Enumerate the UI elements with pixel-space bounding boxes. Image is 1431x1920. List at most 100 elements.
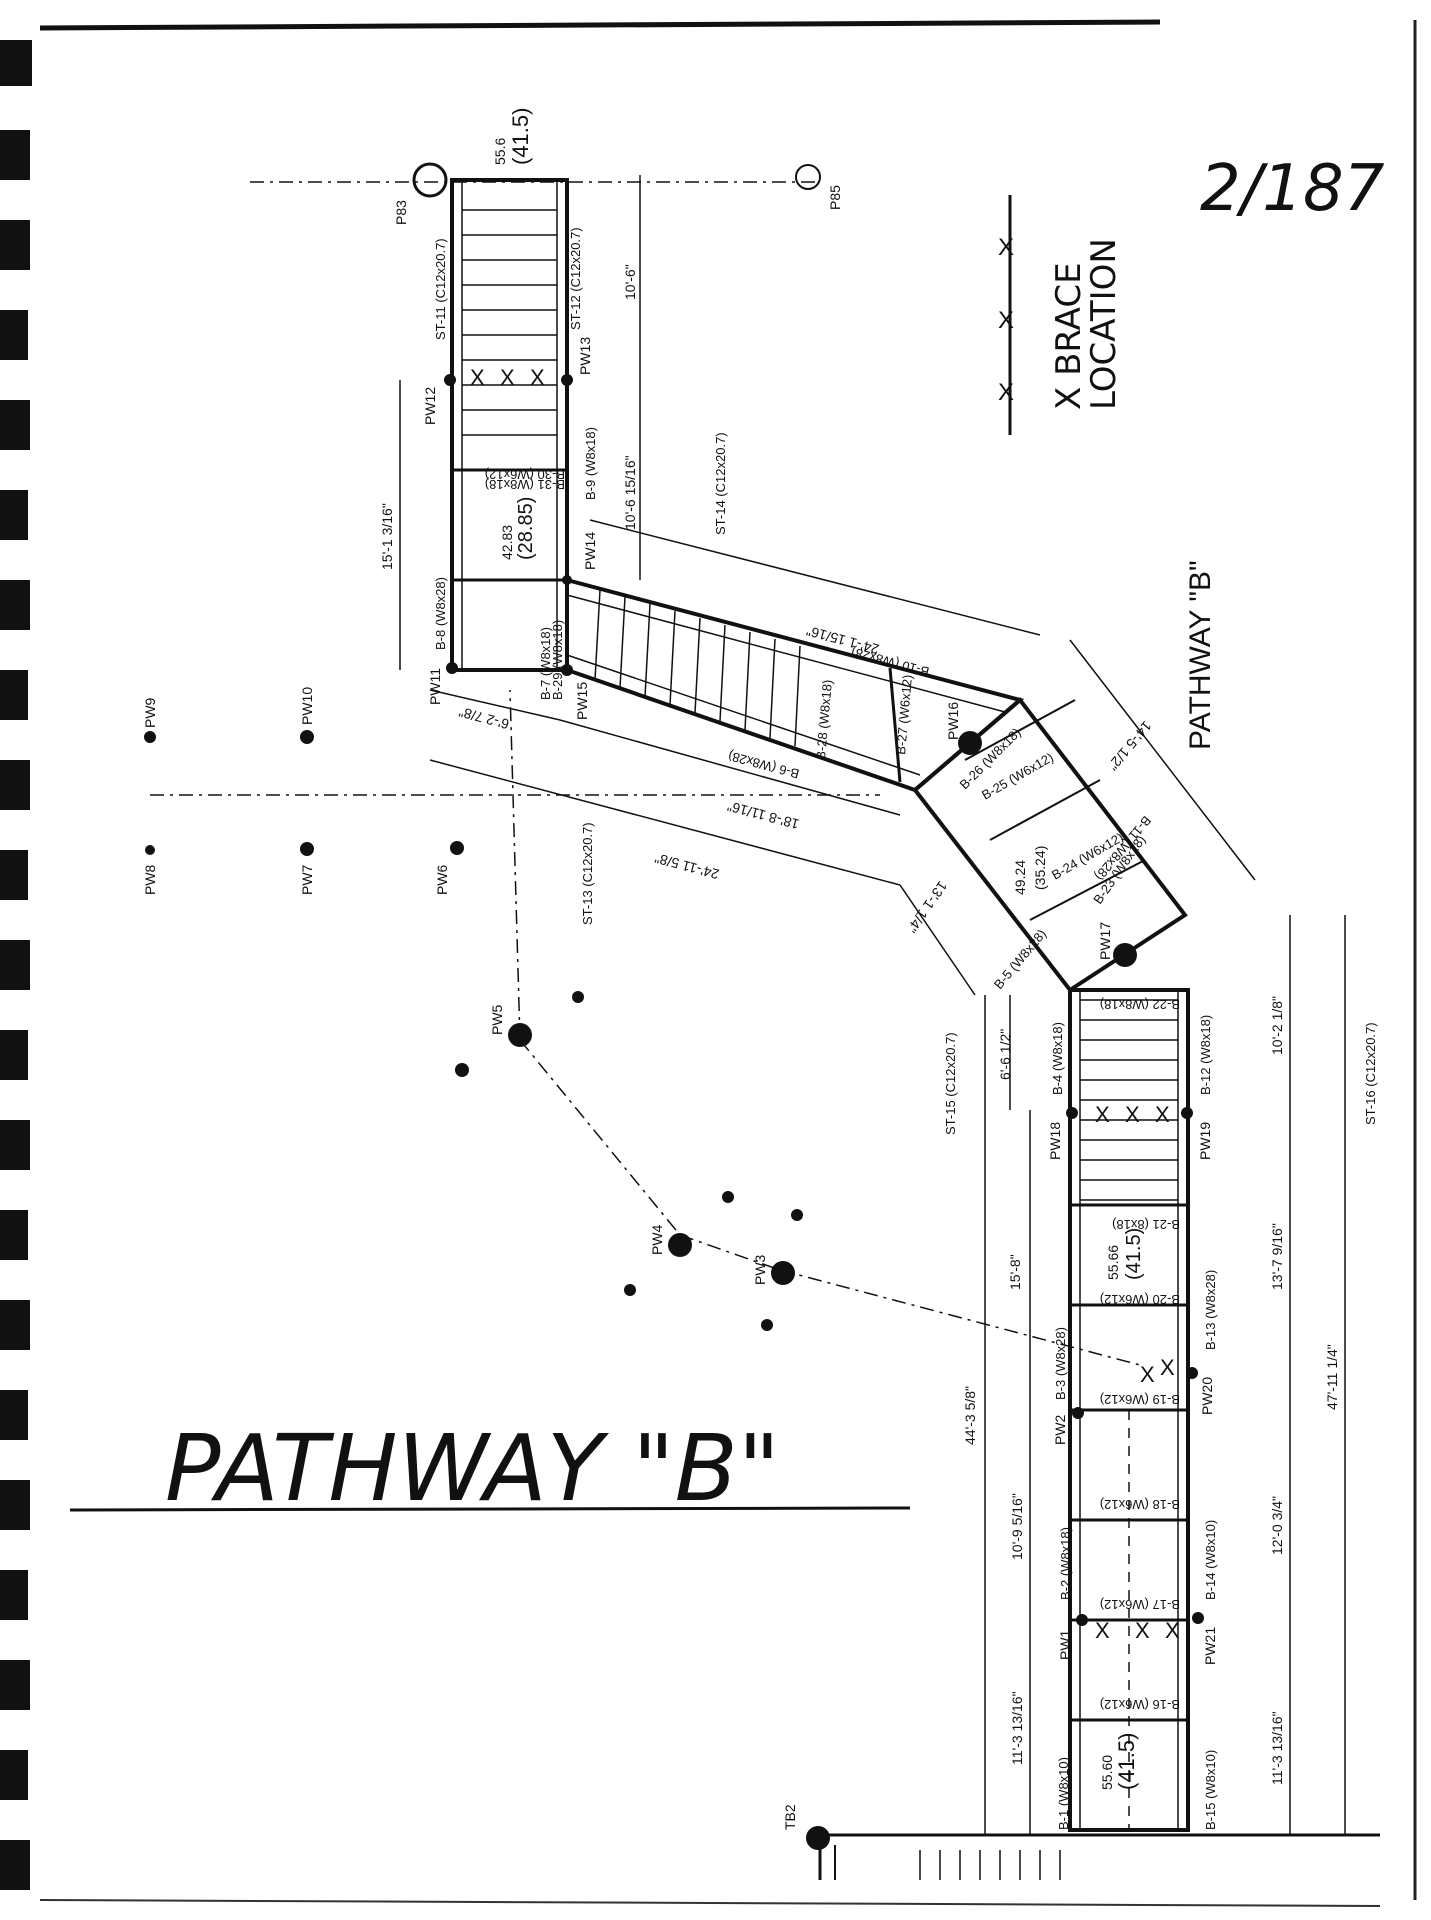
post-tb2 xyxy=(806,1826,830,1850)
label-pw11: PW11 xyxy=(427,668,443,705)
dim-6-6-1-2: 6'-6 1/2" xyxy=(997,1029,1013,1080)
member-b4: B-4 (W8x18) xyxy=(1050,1022,1065,1095)
member-b15: B-15 (W8x10) xyxy=(1203,1750,1218,1830)
member-st16: ST-16 (C12x20.7) xyxy=(1363,1022,1378,1125)
dim-11-3-13-16-right: 11'-3 13/16" xyxy=(1269,1711,1285,1785)
elev-bottom: 55.60 xyxy=(1099,1755,1115,1790)
member-b22: B-22 (W8x18) xyxy=(1100,997,1180,1012)
member-b18: B-18 (W6x12) xyxy=(1100,1497,1180,1512)
post-pw16 xyxy=(958,731,982,755)
pile-dot xyxy=(624,1284,636,1296)
label-pw6: PW6 xyxy=(434,864,450,895)
member-b17: B-17 (W6x12) xyxy=(1100,1597,1180,1612)
dim-15-8: 15'-8" xyxy=(1007,1254,1023,1290)
member-b7: B-7 (W8x18) xyxy=(538,627,553,700)
post-pw3 xyxy=(771,1261,795,1285)
elevations: 55.6 (41.5) 42.83 (28.85) 49.24 (35.24) … xyxy=(492,108,1145,1790)
sheet-title: PATHWAY "B" xyxy=(69,1415,911,1522)
member-b13: B-13 (W8x28) xyxy=(1203,1270,1218,1350)
member-b27: B-27 (W6x12) xyxy=(893,674,915,755)
member-b30: B-30 (W6x12) xyxy=(485,467,565,482)
label-pw1: PW1 xyxy=(1057,1629,1073,1660)
entry-steps xyxy=(919,1850,1061,1880)
label-pw3: PW3 xyxy=(752,1254,768,1285)
pile-dot xyxy=(572,991,584,1003)
member-b21: B-21 (8x18) xyxy=(1112,1217,1180,1232)
x-brace-marks: X X X X X X X X X X X xyxy=(470,365,1180,1643)
x-mark-icon: X xyxy=(1095,1102,1110,1127)
label-pw14: PW14 xyxy=(582,532,598,570)
pile-dot xyxy=(761,1319,773,1331)
posts xyxy=(144,162,1204,1850)
x-brace-legend: X X X X BRACE LOCATION xyxy=(998,195,1124,435)
label-pw4: PW4 xyxy=(649,1224,665,1255)
post-pw1 xyxy=(1076,1614,1088,1626)
legend-label-2: LOCATION xyxy=(1084,238,1124,410)
top-run xyxy=(450,178,569,672)
label-pw16: PW16 xyxy=(945,702,961,740)
elev-bottom-paren: (41.5) xyxy=(1114,1733,1139,1790)
post-pw13 xyxy=(561,374,573,386)
member-b14: B-14 (W8x10) xyxy=(1203,1520,1218,1600)
label-pw2: PW2 xyxy=(1052,1414,1068,1445)
post-pw19 xyxy=(1181,1107,1193,1119)
x-mark-icon: X xyxy=(998,307,1014,334)
title-text: PATHWAY "B" xyxy=(165,1415,780,1522)
member-b8: B-8 (W8x28) xyxy=(433,577,448,650)
label-pw17: PW17 xyxy=(1097,922,1113,960)
x-mark-icon: X xyxy=(530,365,545,390)
member-b31: B-31 (W8x18) xyxy=(485,477,565,492)
post-pw21 xyxy=(1192,1612,1204,1624)
member-b12: B-12 (W8x18) xyxy=(1198,1015,1213,1095)
dim-47-11-1-4: 47'-11 1/4" xyxy=(1324,1344,1340,1410)
member-b9: B-9 (W8x18) xyxy=(583,427,598,500)
member-b28: B-28 (W8x18) xyxy=(813,679,835,760)
post-pw15 xyxy=(561,664,573,676)
post-p85 xyxy=(795,164,821,190)
walkway-plan xyxy=(450,178,1380,1880)
dim-14-5-1-2: 14'-5 1/2" xyxy=(1105,718,1155,774)
dim-10-2-1-8: 10'-2 1/8" xyxy=(1269,996,1285,1055)
label-p83: P83 xyxy=(393,200,409,225)
member-b20: B-20 (W6x12) xyxy=(1100,1292,1180,1307)
elev-mid-paren: (41.5) xyxy=(1123,1228,1145,1280)
member-st13: ST-13 (C12x20.7) xyxy=(580,822,595,925)
label-pw12: PW12 xyxy=(422,387,438,425)
stair-treads-top xyxy=(462,209,557,436)
pile-dot xyxy=(791,1209,803,1221)
post-pw12 xyxy=(444,374,456,386)
pile-dot xyxy=(722,1191,734,1203)
dim-10-9-5-16: 10'-9 5/16" xyxy=(1009,1493,1025,1560)
post-pw14 xyxy=(562,575,572,585)
dim-6-2-7-8: 6'-2 7/8" xyxy=(457,704,511,733)
x-mark-icon: X xyxy=(470,365,485,390)
post-labels: P83 P85 PW12 PW13 PW14 PW11 PW15 PW16 PW… xyxy=(142,185,1218,1830)
x-mark-icon: X xyxy=(1160,1355,1175,1380)
label-pw9: PW9 xyxy=(142,697,158,728)
page-number: 2/187 xyxy=(1200,152,1385,226)
post-pw11 xyxy=(446,662,458,674)
dim-44-3-5-8: 44'-3 5/8" xyxy=(962,1386,978,1445)
member-st11: ST-11 (C12x20.7) xyxy=(433,238,448,340)
member-st14: ST-14 (C12x20.7) xyxy=(713,432,728,535)
label-pw10: PW10 xyxy=(299,687,315,725)
x-mark-icon: X xyxy=(1095,1618,1110,1643)
label-pw20: PW20 xyxy=(1199,1377,1215,1415)
x-mark-icon: X xyxy=(1165,1618,1180,1643)
post-pw18 xyxy=(1066,1107,1078,1119)
post-p83 xyxy=(412,162,448,198)
label-pw13: PW13 xyxy=(577,337,593,375)
label-tb2: TB2 xyxy=(782,1804,798,1830)
dim-10-6: 10'-6" xyxy=(622,264,638,300)
column-grid-lines xyxy=(150,181,1141,1366)
label-p85: P85 xyxy=(827,185,843,210)
post-pw4 xyxy=(668,1233,692,1257)
member-b19: B-19 (W6x12) xyxy=(1100,1392,1180,1407)
page-border xyxy=(39,19,1417,1907)
member-b2: B-2 (W8x18) xyxy=(1058,1527,1073,1600)
dimension-lines xyxy=(399,175,1346,1835)
label-pw21: PW21 xyxy=(1202,1627,1218,1665)
member-b16: B-16 (W6x12) xyxy=(1100,1697,1180,1712)
post-pw9 xyxy=(144,731,156,743)
member-st15: ST-15 (C12x20.7) xyxy=(943,1032,958,1135)
